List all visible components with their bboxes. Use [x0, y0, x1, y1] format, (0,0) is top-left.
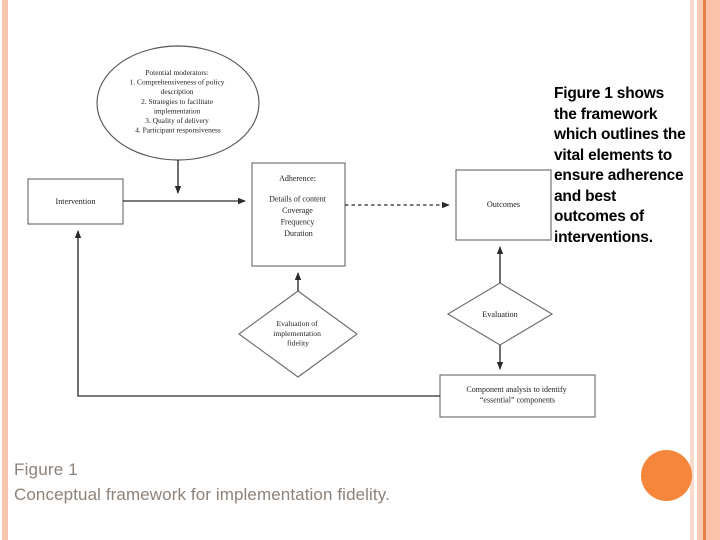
edge-component-analysis-to-intervention	[74, 230, 440, 397]
node-outcomes-label: Outcomes	[487, 200, 520, 209]
right-edge-stripe-2	[697, 0, 703, 540]
node-adherence-shape	[251, 162, 346, 267]
orange-circle-decoration	[641, 450, 692, 501]
annotation-text: Figure 1 shows the framework which outli…	[554, 85, 686, 246]
node-intervention-label: Intervention	[55, 197, 95, 206]
right-edge-stripe-1	[690, 0, 694, 540]
figure-caption-subtitle: Conceptual framework for implementation …	[14, 485, 390, 504]
node-evaluation-label: Evaluation	[482, 310, 517, 319]
node-potential-moderators-label: Potential moderators: 1. Comprehensivene…	[130, 68, 227, 135]
figure-caption-title: Figure 1	[14, 460, 78, 479]
node-outcomes-shape	[455, 169, 552, 241]
right-edge-stripe-3	[706, 0, 720, 540]
conceptual-framework-diagram: Potential moderators: 1. Comprehensivene…	[27, 45, 596, 418]
left-edge-stripe	[2, 0, 8, 540]
node-evaluation-fidelity-shape	[238, 290, 358, 378]
right-edge-stripe-accent	[703, 0, 706, 540]
node-evaluation-fidelity-label: Evaluation of implementation fidelity	[273, 319, 323, 348]
node-adherence-label: Adherence: Details of content Coverage F…	[269, 174, 328, 238]
figure-caption: Figure 1 Conceptual framework for implem…	[14, 458, 454, 507]
node-component-analysis-label: Component analysis to identify “essentia…	[466, 385, 568, 405]
